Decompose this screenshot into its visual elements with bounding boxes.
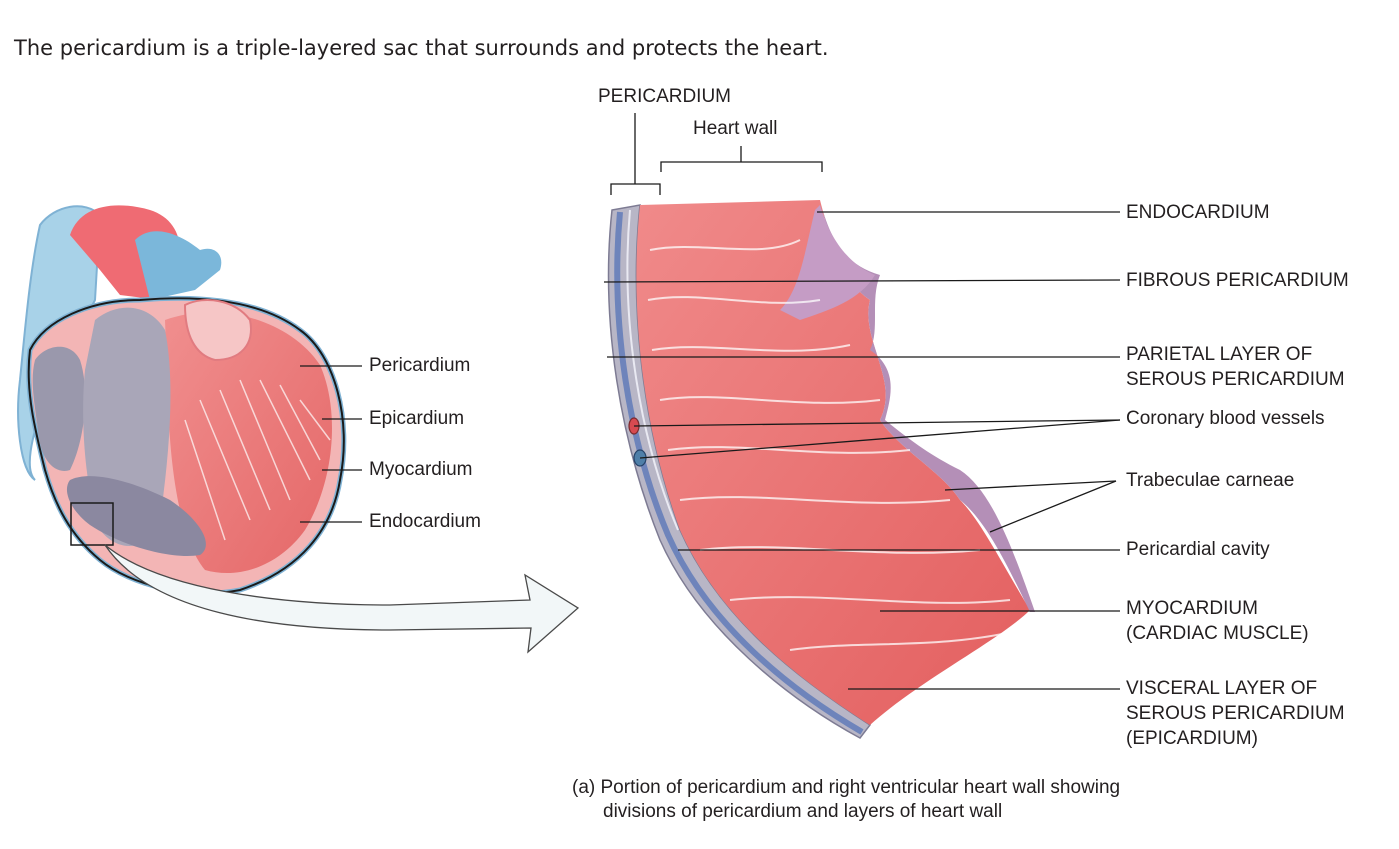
chamber-lower [66,476,206,556]
pulmonary-trunk [135,231,222,300]
label-pericardium: Pericardium [369,355,471,376]
caption-line-2: divisions of pericardium and layers of h… [603,801,1003,822]
label-fibrous-pericardium: FIBROUS PERICARDIUM [1126,270,1349,291]
label-parietal-layer-1: PARIETAL LAYER OF [1126,344,1313,365]
headline: The pericardium is a triple-layered sac … [14,36,829,60]
wall-section [607,200,1035,739]
label-parietal-layer-2: SEROUS PERICARDIUM [1126,369,1345,390]
label-endocardium-right: ENDOCARDIUM [1126,202,1270,223]
myocardium-mass [636,200,1030,725]
label-pericardium-top: PERICARDIUM [598,86,732,107]
endocardium-edge [820,200,1035,612]
right-atrium [32,346,86,471]
label-trabeculae: Trabeculae carneae [1126,470,1295,491]
left-atrium [183,299,252,362]
label-heart-wall: Heart wall [693,118,778,139]
label-coronary-vessels: Coronary blood vessels [1126,408,1325,429]
label-myocardium-right-2: (CARDIAC MUSCLE) [1126,623,1309,644]
label-visceral-layer-2: SEROUS PERICARDIUM [1126,703,1345,724]
label-myocardium-right-1: MYOCARDIUM [1126,598,1258,619]
zoom-arrow-icon [104,544,580,654]
ventricle-muscle [165,312,332,574]
label-pericardial-cavity: Pericardial cavity [1126,539,1270,560]
figure-caption: (a) Portion of pericardium and right ven… [572,776,1120,824]
whole-heart [17,205,347,596]
right-leader-lines [603,211,1121,690]
label-epicardium: Epicardium [369,408,465,429]
top-brackets [610,113,823,195]
inset-box [70,502,114,546]
label-visceral-layer-1: VISCERAL LAYER OF [1126,678,1318,699]
caption-line-1: (a) Portion of pericardium and right ven… [572,777,1121,798]
left-leader-lines [300,365,362,523]
label-visceral-layer-3: (EPICARDIUM) [1126,728,1258,749]
label-endocardium: Endocardium [369,511,481,532]
label-myocardium: Myocardium [369,459,473,480]
